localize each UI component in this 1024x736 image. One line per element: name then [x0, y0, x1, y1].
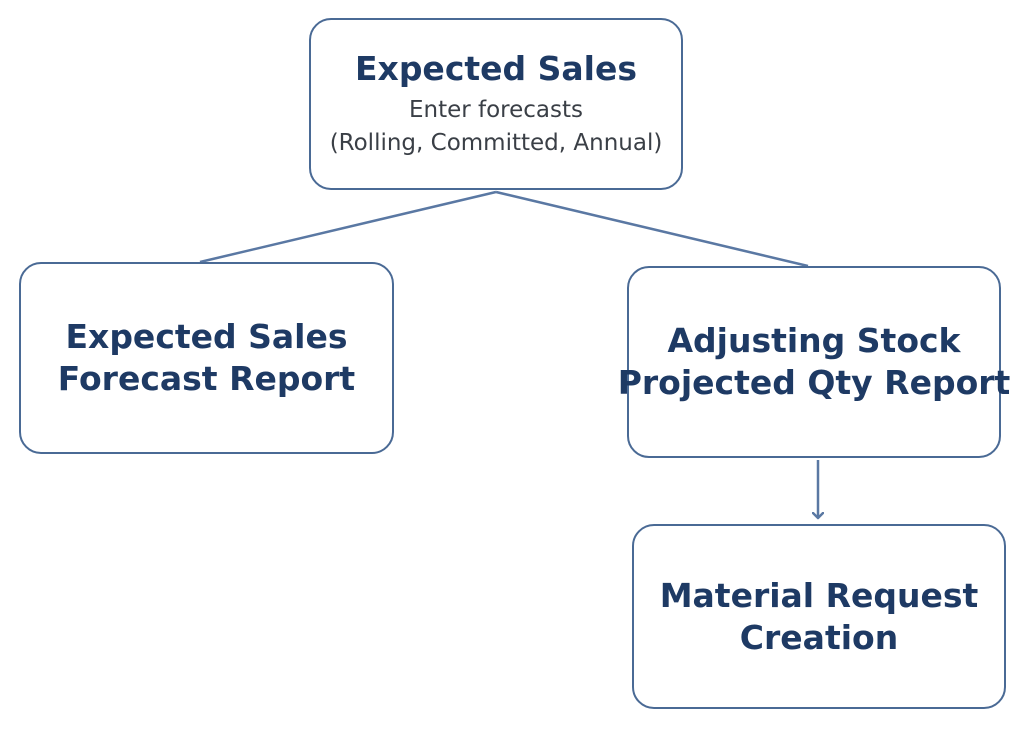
node-expected-sales: Expected Sales Enter forecasts (Rolling,…	[309, 18, 683, 190]
node-subtitle: Enter forecasts (Rolling, Committed, Ann…	[330, 94, 663, 160]
title-line: Forecast Report	[57, 359, 356, 398]
node-title: Adjusting Stock Projected Qty Report	[618, 320, 1011, 404]
node-title: Material Request Creation	[660, 575, 979, 659]
title-line: Projected Qty Report	[617, 363, 1011, 402]
subtitle-line: (Rolling, Committed, Annual)	[329, 130, 663, 156]
subtitle-line: Enter forecasts	[408, 97, 584, 123]
node-material-request: Material Request Creation	[632, 524, 1006, 709]
title-line: Adjusting Stock	[667, 321, 961, 360]
node-forecast-report: Expected Sales Forecast Report	[19, 262, 394, 454]
connector-expected-sales-to-forecast-report	[199, 190, 497, 264]
node-title: Expected Sales	[354, 49, 638, 88]
title-line: Creation	[739, 617, 899, 657]
title-line: Material Request	[659, 575, 979, 615]
title-line: Expected Sales	[65, 317, 348, 356]
connector-expected-sales-to-stock-report	[495, 190, 809, 268]
node-title: Expected Sales Forecast Report	[58, 316, 355, 400]
node-stock-report: Adjusting Stock Projected Qty Report	[618, 266, 1010, 458]
